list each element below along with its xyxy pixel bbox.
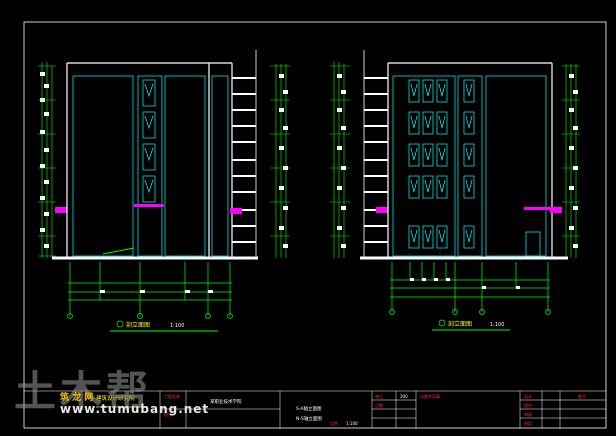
left-stairs [232, 50, 257, 258]
sheet-label: 图号 [578, 393, 586, 399]
left-view-label: 剖立面图 [126, 321, 150, 329]
unit-label: 单位 [375, 393, 383, 399]
project-label: 工程名称 [164, 393, 180, 399]
title-block-text: 建筑设计研究院 Institute of Arch. Architecture … [96, 393, 586, 426]
right-view-scale: 1:100 [490, 322, 504, 328]
watermark-brand: 土木帮 [14, 367, 153, 416]
right-windows [408, 79, 541, 257]
drawing-name-2: N-S轴立面图 [296, 415, 322, 422]
left-magenta-tag [55, 207, 67, 213]
col-label-1: 校对 [524, 402, 532, 408]
right-view-title: 剖立面图 1:100 [432, 319, 510, 331]
title-block [24, 390, 606, 428]
unit-value: 300 [400, 394, 408, 399]
watermark-logo-text: 筑 龙 网 [60, 393, 94, 403]
company-name: 建筑设计研究院 [96, 394, 135, 402]
left-level-dims-left [41, 62, 53, 258]
left-windows [142, 79, 156, 203]
left-level-ticks [40, 72, 49, 248]
left-bottom-dims [68, 262, 232, 316]
right-elevation [330, 50, 580, 315]
scale-value: 1:100 [346, 421, 358, 426]
left-view-scale: 1:100 [170, 323, 184, 329]
date-label: 日期 [375, 402, 383, 408]
drawing-label: 图名 [164, 411, 172, 417]
right-view-label: 剖立面图 [448, 320, 472, 328]
scale-label: 比例 [330, 420, 338, 426]
drawing-border [23, 21, 607, 429]
drawing-name-1: S-A轴立面图 [296, 405, 322, 412]
col-label-0: 设计 [524, 393, 532, 399]
project-name: 某职业技术学院 [210, 398, 242, 405]
left-view-title: 剖立面图 1:100 [110, 320, 218, 332]
left-level-marks [38, 65, 56, 257]
col-label-2: 审核 [524, 411, 532, 417]
watermark-url: www.tumubang.net [60, 402, 210, 416]
left-elevation [38, 50, 290, 319]
col-label-3: 审定 [524, 420, 532, 426]
stamp-label: 出图专用章 [420, 393, 440, 399]
company-sub: Institute of Arch. Architecture [96, 405, 148, 409]
